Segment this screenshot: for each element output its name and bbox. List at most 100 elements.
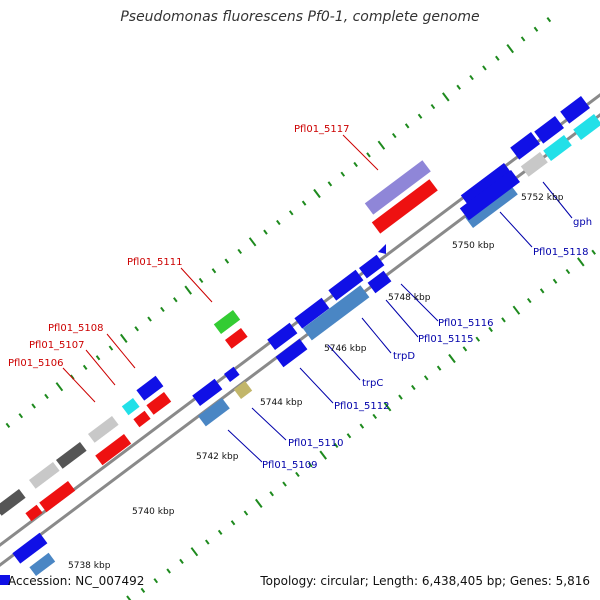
gene-blue-5110 [224,366,240,383]
gene-khaki-5110 [233,381,253,400]
tick-mark [198,277,204,284]
gene-darkgray-2 [56,442,87,469]
gene-cyan-gph [543,135,572,162]
gene-blue-5118a [460,163,514,208]
tick-mark [276,219,281,226]
tick-mark [533,26,539,32]
gene-label-pfl01-5108: Pfl01_5108 [48,323,104,334]
gene-red-5117 [371,179,438,234]
leader-pfl01-5107 [85,349,116,386]
tick-mark [18,413,24,419]
tick-mark [340,171,346,177]
tick-mark [282,481,287,487]
tick-mark [469,74,474,81]
tick-mark [153,578,159,584]
tick-mark [565,268,571,275]
tick-mark [301,200,307,206]
tick-mark [520,36,526,42]
gene-label-pfl01-5116: Pfl01_5116 [438,318,494,329]
gene-label-pfl01-5109: Pfl01_5109 [262,460,318,471]
tick-mark [134,326,139,332]
tick-mark [5,422,11,428]
tick-mark [31,403,36,409]
tick-mark [108,345,114,351]
tick-mark [55,382,64,392]
tick-mark [495,55,500,61]
gene-blue-5116a [359,254,385,279]
tick-rows [5,17,596,600]
tick-mark [346,433,352,439]
tick-mark [546,17,552,23]
tick-mark [462,346,468,352]
gene-label-pfl01-5111: Pfl01_5111 [127,257,183,268]
tick-mark [353,161,358,168]
tick-mark [398,394,403,400]
leader-pfl01-5108 [106,333,136,369]
gene-blue-5108 [136,375,164,401]
tick-mark [263,229,268,235]
kbp-labels: 5738 kbp 5740 kbp 5742 kbp 5744 kbp 5746… [68,193,564,571]
kbp-label: 5750 kbp [452,241,495,251]
tick-mark [411,384,416,391]
leader-pfl01-5110 [251,407,287,441]
gene-gray-1 [29,462,60,489]
gene-blue-5115 [328,269,364,301]
tick-mark [255,498,263,508]
kbp-label: 5746 kbp [324,344,367,354]
tick-mark [327,181,333,187]
genes-upper-row [0,160,438,522]
tick-mark [204,539,210,545]
gene-label-pfl01-5117: Pfl01_5117 [294,124,350,135]
gene-blue-5112b [275,338,308,368]
gene-cyan-gph-b [573,114,600,141]
gene-label-pfl01-5112: Pfl01_5112 [334,401,390,412]
tick-mark [488,326,493,333]
tick-mark [591,249,596,255]
tick-mark [120,333,128,343]
gene-red-e [146,392,172,415]
tick-mark [313,188,321,199]
tick-mark [319,450,328,460]
tick-mark [237,248,243,255]
genes-lower-row [0,96,600,585]
tick-mark [190,547,199,557]
tick-mark [230,520,236,526]
accession-label: Accession: NC_007492 [8,574,145,588]
tick-mark [417,113,423,119]
leader-pfl01-5109 [227,429,263,463]
tick-mark [501,317,506,323]
gene-label-pfl01-5115: Pfl01_5115 [418,334,474,345]
leader-pfl01-5117 [342,134,379,171]
gene-steel-5118 [465,184,518,229]
kbp-label: 5748 kbp [388,293,431,303]
tick-mark [224,258,230,264]
tick-mark [423,375,429,381]
gene-red-c [95,434,132,466]
gene-steel-trpd [302,285,370,341]
tick-mark [288,210,294,216]
gene-blue-trpc [294,297,330,329]
gene-blue-corner [0,575,10,585]
gene-red-a [25,504,43,522]
gene-label-trpd: trpD [393,351,415,362]
gene-darkgray-1 [0,489,26,516]
map-title: Pseudomonas fluorescens Pf0-1, complete … [120,9,480,25]
tick-mark [359,423,365,429]
gene-label-trpc: trpC [362,378,383,389]
tick-mark [333,442,339,449]
kbp-label: 5744 kbp [260,398,303,408]
genome-summary: Topology: circular; Length: 6,438,405 bp… [260,574,590,588]
gene-label-pfl01-5118: Pfl01_5118 [533,247,589,258]
tick-mark [295,471,300,478]
tick-mark [475,336,481,342]
tick-mark [126,595,132,600]
gene-green-5111 [213,310,241,335]
tick-mark [217,529,223,535]
leader-pfl01-5115 [385,299,419,338]
gene-gray-gph [520,152,548,177]
gene-label-pfl01-5107: Pfl01_5107 [29,340,85,351]
leader-pfl01-5118 [499,211,533,248]
tick-mark [552,278,558,284]
